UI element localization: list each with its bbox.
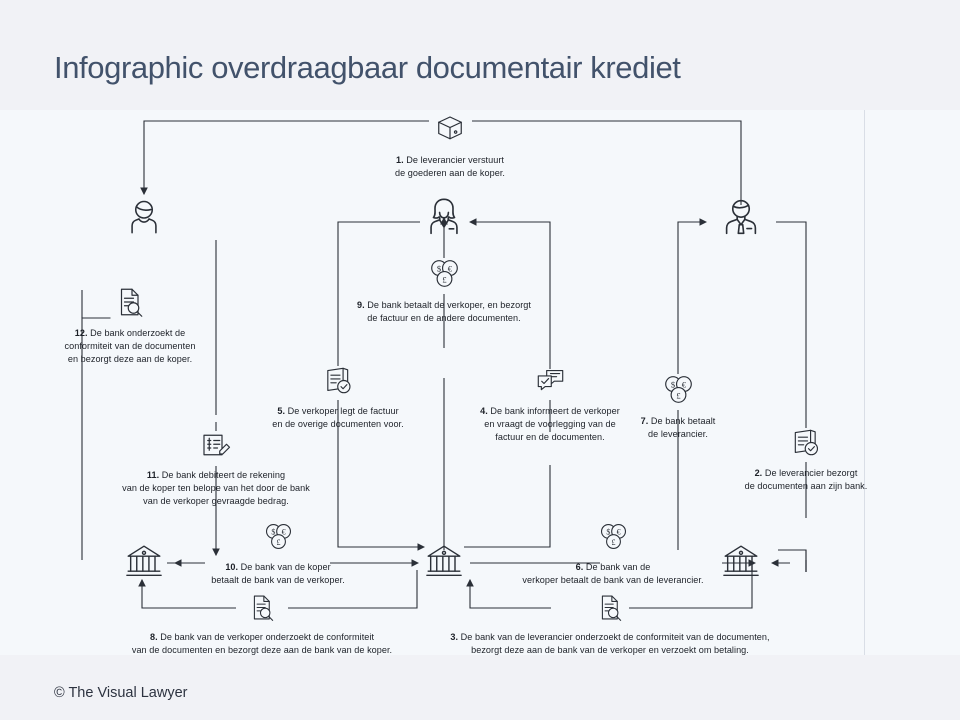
canvas-divider bbox=[864, 110, 865, 655]
step-4-icon-wrap bbox=[460, 366, 640, 400]
coins-icon: $ € £ bbox=[421, 258, 467, 294]
step-2: 2. De leverancier bezorgt de documenten … bbox=[719, 428, 894, 493]
coins-icon: $ € £ bbox=[256, 522, 300, 556]
chat-bubbles-check-icon bbox=[529, 369, 571, 400]
step-12-icon-wrap bbox=[43, 287, 218, 322]
svg-text:£: £ bbox=[276, 538, 280, 547]
svg-text:€: € bbox=[616, 528, 620, 537]
page-header: Infographic overdraagbaar documentair kr… bbox=[0, 0, 960, 110]
documents-check-icon bbox=[317, 366, 359, 400]
step-7-icon-wrap: $ € £ bbox=[603, 374, 753, 410]
step-10: $ € £ 10. De bank van de koper betaalt d… bbox=[183, 522, 373, 587]
step-4: 4. De bank informeert de verkoper en vra… bbox=[460, 366, 640, 444]
step-4-text: 4. De bank informeert de verkoper en vra… bbox=[480, 406, 620, 442]
step-12-text: 12. De bank onderzoekt de conformiteit v… bbox=[64, 328, 196, 364]
step-10-icon-wrap: $ € £ bbox=[183, 522, 373, 556]
step-6-text: 6. De bank van de verkoper betaalt de ba… bbox=[522, 562, 704, 585]
step-7-text: 7. De bank betaalt de leverancier. bbox=[640, 416, 716, 439]
step-8-icon-wrap bbox=[112, 592, 412, 626]
actor-buyer-bank bbox=[124, 542, 164, 582]
invoice-pen-icon bbox=[195, 431, 237, 464]
documents-check-icon bbox=[785, 428, 827, 462]
step-11: 11. De bank debiteert de rekening van de… bbox=[91, 430, 341, 508]
step-11-text: 11. De bank debiteert de rekening van de… bbox=[122, 470, 310, 506]
package-box-icon bbox=[429, 114, 471, 149]
step-2-text: 2. De leverancier bezorgt de documenten … bbox=[744, 468, 868, 491]
step-3: 3. De bank van de leverancier onderzoekt… bbox=[435, 592, 785, 655]
step-5-icon-wrap bbox=[248, 366, 428, 400]
step-5-text: 5. De verkoper legt de factuur en de ove… bbox=[272, 406, 404, 429]
document-magnifier-icon bbox=[243, 594, 281, 626]
svg-text:$: $ bbox=[606, 528, 610, 537]
svg-text:£: £ bbox=[442, 274, 446, 284]
actor-supplier-bank bbox=[721, 542, 761, 582]
step-7: $ € £ 7. De bank betaalt de leverancier. bbox=[603, 374, 753, 441]
step-1: 1. De leverancier verstuurt de goederen … bbox=[365, 114, 535, 180]
svg-text:€: € bbox=[681, 380, 686, 390]
svg-text:$: $ bbox=[436, 264, 440, 274]
page-footer bbox=[0, 655, 960, 720]
step-6-icon-wrap: $ € £ bbox=[498, 522, 728, 556]
step-9-icon-wrap: $ € £ bbox=[329, 258, 559, 294]
step-2-icon-wrap bbox=[719, 428, 894, 462]
footer-credit: © The Visual Lawyer bbox=[54, 685, 188, 701]
svg-text:£: £ bbox=[611, 538, 615, 547]
step-5: 5. De verkoper legt de factuur en de ove… bbox=[248, 366, 428, 431]
step-1-text: 1. De leverancier verstuurt de goederen … bbox=[395, 155, 505, 178]
svg-text:€: € bbox=[281, 528, 285, 537]
svg-text:€: € bbox=[447, 264, 452, 274]
step-12: 12. De bank onderzoekt de conformiteit v… bbox=[43, 287, 218, 366]
svg-text:$: $ bbox=[271, 528, 275, 537]
page-title: Infographic overdraagbaar documentair kr… bbox=[54, 50, 681, 85]
step-10-text: 10. De bank van de koper betaalt de bank… bbox=[211, 562, 345, 585]
step-9-text: 9. De bank betaalt de verkoper, en bezor… bbox=[357, 300, 531, 323]
svg-text:£: £ bbox=[676, 390, 680, 400]
step-3-text: 3. De bank van de leverancier onderzoekt… bbox=[450, 632, 770, 655]
step-8: 8. De bank van de verkoper onderzoekt de… bbox=[112, 592, 412, 655]
actor-seller bbox=[421, 195, 467, 241]
step-3-icon-wrap bbox=[435, 592, 785, 626]
actor-buyer bbox=[122, 196, 166, 240]
step-11-icon-wrap bbox=[91, 430, 341, 464]
document-magnifier-icon bbox=[591, 594, 629, 626]
diagram-canvas: 1. De leverancier verstuurt de goederen … bbox=[0, 110, 960, 655]
document-magnifier-icon bbox=[110, 287, 150, 322]
coins-icon: $ € £ bbox=[591, 522, 635, 556]
svg-text:$: $ bbox=[670, 380, 674, 390]
coins-icon: $ € £ bbox=[655, 374, 701, 410]
actor-supplier bbox=[718, 195, 764, 241]
step-9: $ € £ 9. De bank betaalt de verkoper, en… bbox=[329, 258, 559, 325]
step-1-icon-wrap bbox=[365, 114, 535, 149]
step-8-text: 8. De bank van de verkoper onderzoekt de… bbox=[131, 632, 393, 655]
step-6: $ € £ 6. De bank van de verkoper betaalt… bbox=[498, 522, 728, 587]
actor-seller-bank bbox=[424, 542, 464, 582]
